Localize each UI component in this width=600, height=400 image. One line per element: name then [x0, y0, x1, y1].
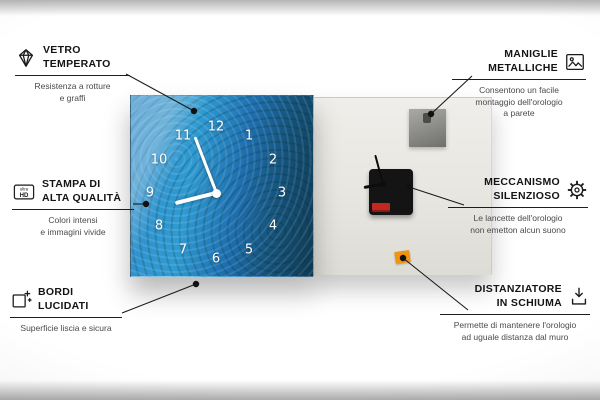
clock-number: 2 — [268, 152, 278, 168]
clock-number: 11 — [174, 128, 192, 144]
hanger-hole — [423, 113, 431, 123]
foam-spacer — [394, 250, 411, 264]
callout-description: Resistenza a rotture e graffi — [34, 81, 111, 103]
clock-mechanism — [369, 169, 413, 215]
clock-number: 9 — [145, 185, 155, 201]
hour-hand — [174, 191, 217, 206]
callout-title: BORDI LUCIDATI — [38, 286, 89, 312]
callout-title: VETRO TEMPERATO — [43, 44, 111, 70]
ultra-hd-icon-bottom-text: HD — [20, 192, 29, 198]
clock-number: 1 — [244, 128, 254, 144]
callout-header: MECCANISMO SILENZIOSO — [448, 176, 588, 209]
callout-header: DISTANZIATORE IN SCHIUMA — [440, 283, 590, 316]
mechanism-shaft — [380, 181, 386, 187]
clock-number: 5 — [244, 242, 254, 258]
callout-description: Superficie liscia e sicura — [20, 323, 112, 334]
callout-description: Colori intensi e immagini vivide — [40, 215, 106, 237]
clock-number: 6 — [211, 251, 221, 267]
callout-header: BORDI LUCIDATI — [10, 286, 122, 319]
ultra-hd-icon: ultra HD — [12, 181, 36, 203]
clock-number: 10 — [150, 152, 168, 168]
clock-number: 7 — [178, 242, 188, 258]
callout-stampa-alta-qualita: ultra HD STAMPA DI ALTA QUALITÀ Colori i… — [12, 178, 134, 238]
callout-title: MECCANISMO SILENZIOSO — [484, 176, 560, 202]
minute-hand — [193, 136, 218, 194]
clock-number: 8 — [154, 218, 164, 234]
callout-header: VETRO TEMPERATO — [15, 44, 130, 77]
clock-front-panel: 12 1 2 3 4 5 6 7 8 9 10 11 — [130, 95, 314, 277]
callout-description: Permette di mantenere l'orologio ad ugua… — [453, 320, 577, 342]
callout-dot — [192, 280, 200, 288]
clock-number: 4 — [268, 218, 278, 234]
metal-hanger-plate — [409, 109, 446, 147]
callout-bordi-lucidati: BORDI LUCIDATI Superficie liscia e sicur… — [10, 286, 122, 335]
ultra-hd-icon-top-text: ultra — [20, 186, 29, 191]
callout-title: DISTANZIATORE IN SCHIUMA — [474, 283, 562, 309]
callout-title: STAMPA DI ALTA QUALITÀ — [42, 178, 122, 204]
callout-header: ultra HD STAMPA DI ALTA QUALITÀ — [12, 178, 134, 211]
spacer-icon — [568, 286, 590, 308]
callout-header: MANIGLIE METALLICHE — [452, 48, 586, 81]
callout-meccanismo-silenzioso: MECCANISMO SILENZIOSO — [448, 176, 588, 236]
clock-center-cap — [212, 189, 221, 198]
callout-maniglie-metalliche: MANIGLIE METALLICHE Consentono un facile… — [452, 48, 586, 120]
picture-frame-icon — [564, 51, 586, 73]
clock-number: 3 — [277, 185, 287, 201]
clock-back-panel — [312, 97, 492, 275]
diamond-icon — [15, 47, 37, 69]
callout-description: Consentono un facile montaggio dell'orol… — [475, 85, 563, 119]
callout-title: MANIGLIE METALLICHE — [488, 48, 558, 74]
clock-number: 12 — [207, 119, 225, 135]
callout-description: Le lancette dell'orologio non emetton al… — [470, 213, 566, 235]
battery — [372, 203, 390, 212]
callout-distanziatore-schiuma: DISTANZIATORE IN SCHIUMA Permette di man… — [440, 283, 590, 343]
gear-icon — [566, 179, 588, 201]
callout-vetro-temperato: VETRO TEMPERATO Resistenza a rotture e g… — [15, 44, 130, 104]
polished-edge-icon — [10, 289, 32, 311]
leader-line — [121, 283, 197, 314]
